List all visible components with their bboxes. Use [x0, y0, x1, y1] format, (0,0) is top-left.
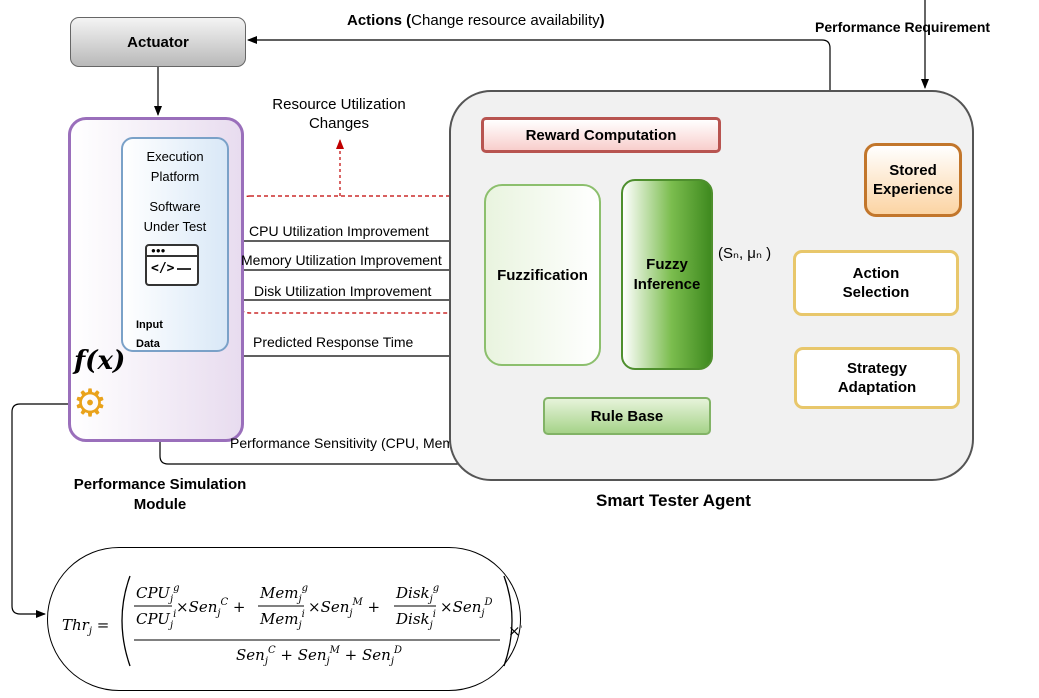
svg-text:Memji: Memji [259, 609, 305, 631]
svg-text:Diskji: Diskji [395, 609, 436, 631]
performance-requirement-label: Performance Requirement [815, 19, 991, 35]
actions-label: Actions (Change resource availability) [347, 12, 605, 29]
actuator-box: Actuator [70, 17, 246, 67]
formula-graphic: Thrj = CPUjg CPUji ×SenjC + Memjg Memji … [62, 575, 522, 667]
svg-text:×SenjM +: ×SenjM + [308, 597, 380, 619]
svg-text:×SenjD: ×SenjD [440, 597, 493, 619]
execution-platform-label: Execution Platform Software Under Test [143, 149, 207, 235]
actions-arrow [247, 36, 831, 250]
gear-to-formula-arrow [11, 403, 73, 618]
module-title: Performance Simulation Module [73, 476, 247, 514]
state-label: (Sₙ, μₙ ) [718, 245, 772, 262]
svg-text:×SenjC +: ×SenjC + [176, 597, 246, 619]
code-window-icon: ●●● </> [145, 244, 199, 286]
gear-icon: ⚙ [73, 383, 108, 425]
input-data-label: Input Data [136, 319, 163, 350]
disk-signal-label: Disk Utilization Improvement [254, 283, 432, 299]
cpu-signal-label: CPU Utilization Improvement [249, 223, 429, 239]
fuzzification-block: Fuzzification [484, 184, 601, 366]
response-time-label: Predicted Response Time [253, 334, 414, 350]
svg-text:SenjC + SenjM + SenjD: SenjC + SenjM + SenjD [236, 645, 402, 667]
rule-base: Rule Base [543, 397, 711, 435]
svg-text:CPUji: CPUji [136, 609, 176, 631]
sensitivity-label: Performance Sensitivity (CPU, Mem, Disk) [230, 435, 494, 451]
reward-computation: Reward Computation [481, 117, 721, 153]
svg-text:×ThrjN: ×ThrjN [508, 621, 522, 643]
svg-text:CPUjg: CPUjg [136, 583, 179, 605]
svg-text:Memjg: Memjg [259, 583, 308, 605]
svg-text:Thrj =: Thrj = [62, 616, 109, 637]
resource-utilization-changes-label: Resource Utilization Changes [272, 96, 406, 132]
agent-title: Smart Tester Agent [596, 491, 751, 510]
memory-signal-label: Memory Utilization Improvement [241, 252, 442, 268]
svg-text:Diskjg: Diskjg [395, 583, 439, 605]
actuator-label: Actuator [127, 33, 189, 51]
function-icon: f(x) [74, 346, 126, 376]
threshold-formula: Thrj = CPUjg CPUji ×SenjC + Memjg Memji … [47, 547, 522, 691]
